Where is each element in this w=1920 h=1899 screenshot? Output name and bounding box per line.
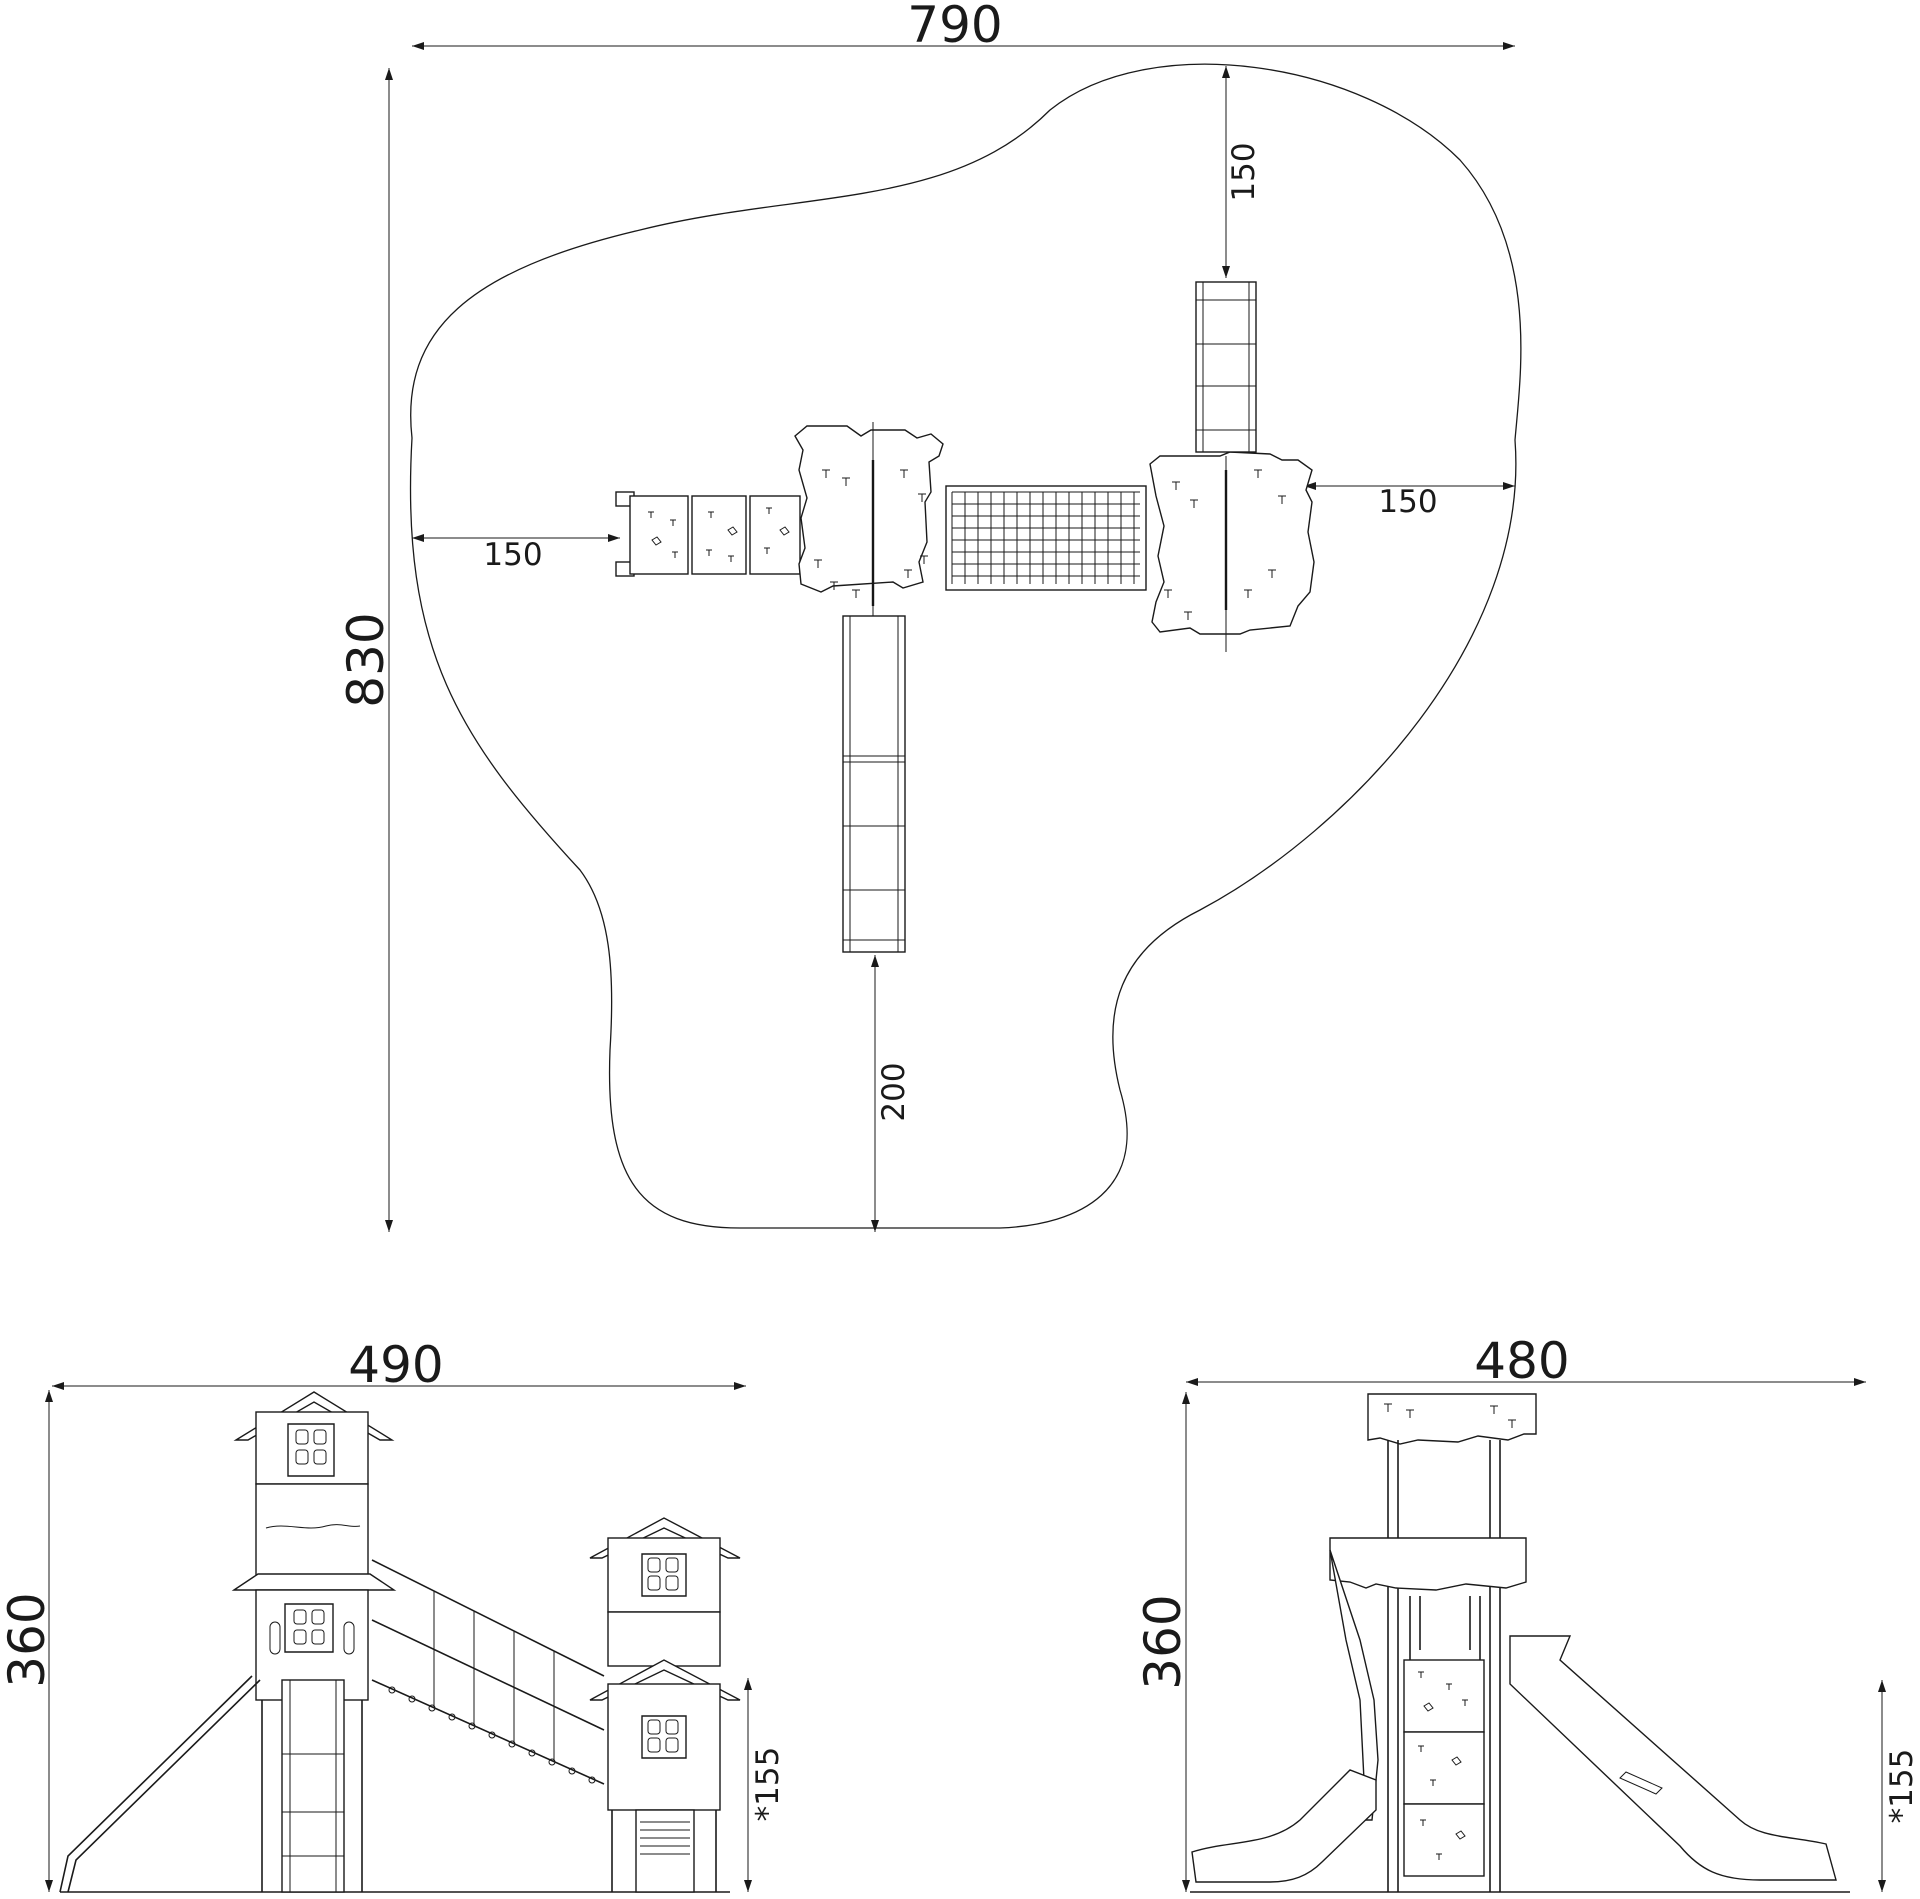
side-view: 480 360 *155: [1134, 1332, 1920, 1893]
front-view: 490 360 *155: [0, 1336, 786, 1893]
front-height-label: 360: [0, 1592, 56, 1687]
front-short-tower: [589, 1517, 741, 1893]
front-width-label: 490: [348, 1336, 443, 1394]
top-clearance-label: 150: [1226, 142, 1262, 201]
top-slide-plan: [1195, 281, 1257, 453]
plan-depth-label: 830: [337, 612, 395, 707]
climbing-wall-plan: [615, 491, 801, 577]
left-clearance-label: 150: [483, 537, 542, 573]
side-left-slide: [1191, 1769, 1377, 1883]
side-climbing-wall: [1403, 1659, 1485, 1877]
bottom-slide-plan: [842, 615, 906, 953]
side-lower-roof: [1329, 1537, 1527, 1591]
plan-width-label: 790: [907, 0, 1002, 54]
plan-view: 790 830 150 150 150 200: [337, 0, 1522, 1232]
front-platform-label: *155: [750, 1747, 786, 1822]
front-net-bridge: [371, 1559, 605, 1785]
net-bridge-plan: [945, 485, 1147, 591]
side-right-slide: [1509, 1635, 1837, 1881]
side-height-label: 360: [1134, 1594, 1192, 1689]
front-tall-tower: [59, 1391, 397, 1893]
side-platform-label: *155: [1884, 1749, 1920, 1824]
side-width-label: 480: [1474, 1332, 1569, 1390]
bottom-clearance-label: 200: [876, 1062, 912, 1121]
right-tower-plan: [1149, 451, 1315, 652]
right-clearance-label: 150: [1378, 484, 1437, 520]
side-top-roof: [1367, 1393, 1537, 1445]
left-tower-plan: [794, 422, 944, 616]
safety-zone-outline: [409, 63, 1522, 1229]
